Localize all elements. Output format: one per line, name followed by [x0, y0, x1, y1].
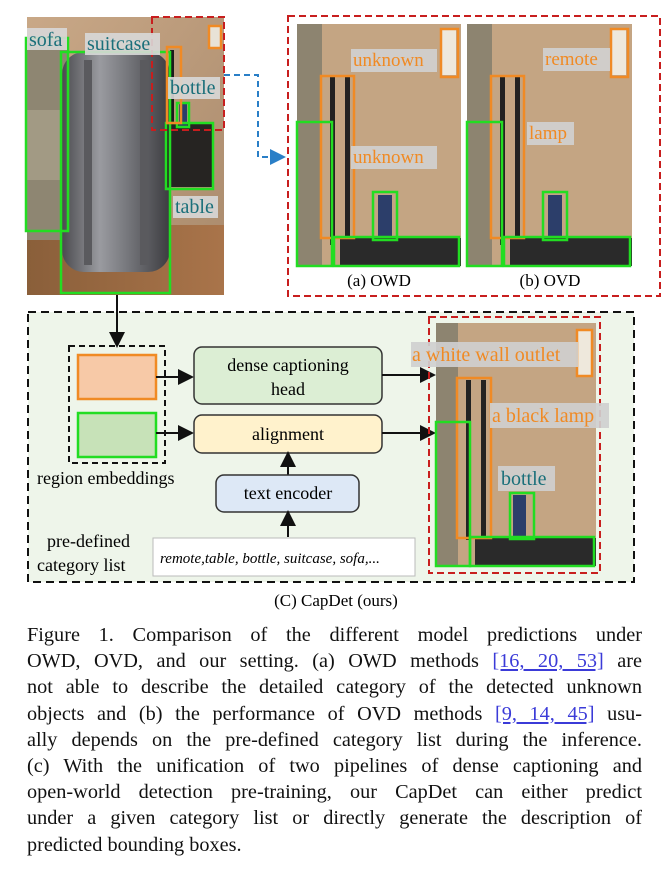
region-embeddings-group — [68, 345, 166, 464]
category-list-box — [152, 537, 416, 577]
orange-embedding — [76, 353, 158, 401]
room-photo — [27, 17, 224, 295]
caption-line-1: Figure 1. Comparison of the different mo… — [27, 624, 642, 646]
category-list-text: remote,table, bottle, suitcase, sofa,... — [160, 551, 380, 567]
ovd-label-2: lamp — [529, 123, 567, 144]
ovd-crop: remote lamp — [465, 24, 632, 268]
label-bottle: bottle — [170, 77, 216, 99]
caption-line-6: (c) With the unification of two pipeline… — [27, 755, 642, 778]
citation-owd[interactable]: [16, 20, 53] — [492, 650, 604, 673]
crop-region — [151, 16, 225, 131]
owd-crop: unknown unknown — [295, 24, 461, 268]
category-list-label-1: pre-defined — [47, 531, 130, 551]
citation-ovd[interactable]: [9, 14, 45] — [494, 702, 595, 725]
label-sofa: sofa — [29, 29, 62, 51]
figure-caption: Figure 1. Comparison of the different mo… — [27, 622, 642, 858]
capdet-output-panel — [428, 316, 601, 574]
alignment-label: alignment — [252, 424, 324, 444]
caption-line-2: OWD, OVD, and our setting. (a) OWD metho… — [27, 650, 643, 673]
caption-line-5: ally depends on the pre-defined category… — [27, 728, 642, 751]
ovd-label-1: remote — [545, 49, 598, 70]
category-list-label-2: category list — [37, 555, 125, 575]
label-suitcase: suitcase — [87, 33, 150, 55]
ovd-caption: (b) OVD — [520, 271, 581, 290]
dense-captioning-label-2: head — [271, 379, 305, 399]
caption-line-4: objects and (b) the performance of OVD m… — [27, 702, 643, 725]
caption-line-9: predicted bounding boxes. — [27, 833, 242, 856]
capdet-output-label-1: a white wall outlet — [412, 344, 561, 366]
region-embeddings-label: region embeddings — [37, 468, 174, 488]
owd-ovd-panel — [287, 15, 661, 297]
caption-line-7: open-world detection pre-training, our C… — [27, 781, 642, 804]
capdet-output-crop: a white wall outlet a black lamp bottle — [411, 323, 609, 568]
owd-label-1: unknown — [353, 50, 424, 71]
capdet-output-label-3: bottle — [501, 468, 547, 490]
owd-label-2: unknown — [353, 147, 424, 168]
zoom-arrow — [224, 74, 286, 165]
caption-line-8: under a given category list or directly … — [27, 807, 642, 830]
dense-captioning-label-1: dense captioning — [227, 355, 348, 375]
label-table: table — [175, 196, 214, 218]
text-encoder-label: text encoder — [244, 483, 332, 503]
green-embedding — [76, 411, 158, 459]
photo-labels: sofa suitcase bottle table — [27, 28, 220, 218]
capdet-output-label-2: a black lamp — [492, 405, 594, 427]
owd-caption: (a) OWD — [347, 271, 411, 290]
figure-1: sofa suitcase bottle table unknown unkno… — [24, 15, 661, 610]
capdet-caption: (C) CapDet (ours) — [274, 591, 398, 610]
caption-line-3: not able to describe the detailed catego… — [27, 676, 642, 699]
